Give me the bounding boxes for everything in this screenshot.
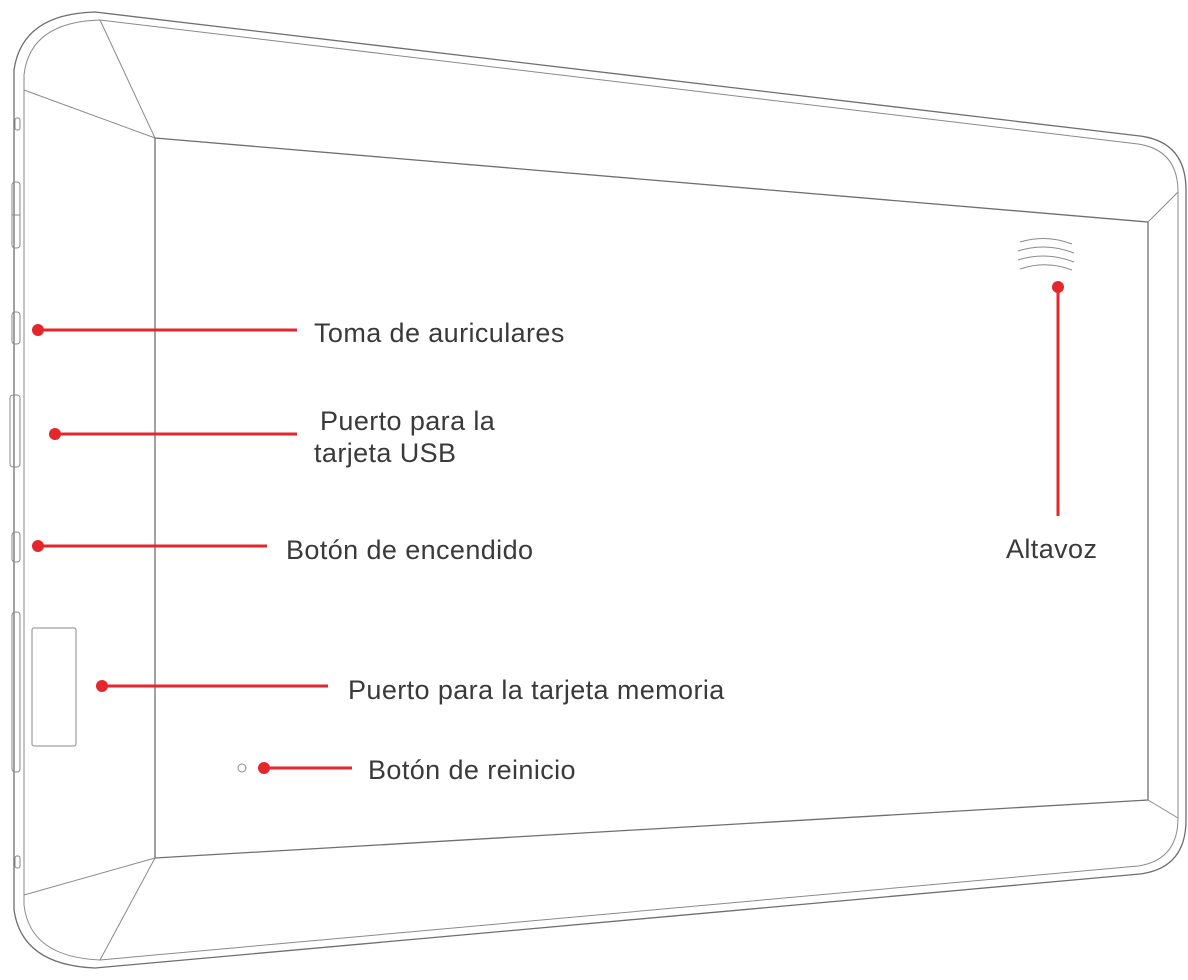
tablet-body	[9, 11, 1187, 969]
tablet-inner-rim	[23, 19, 1179, 961]
tablet-outer-shell	[13, 11, 1187, 969]
callout-headphone: Toma de auriculares	[32, 318, 565, 348]
callout-power: Botón de encendido	[32, 535, 533, 565]
callout-speaker: Altavoz	[1006, 281, 1097, 564]
callout-dot	[1052, 281, 1064, 293]
bevel-bottom-left	[99, 857, 156, 961]
reset-pinhole	[237, 763, 247, 773]
speaker-label: Altavoz	[1006, 534, 1097, 564]
reset-button-label: Botón de reinicio	[368, 755, 576, 785]
tablet-back-panel	[154, 137, 1149, 859]
callout-dot	[258, 762, 270, 774]
side-screw-bottom	[14, 855, 21, 869]
callout-dot	[49, 428, 61, 440]
side-rail	[11, 611, 21, 773]
callout-dot	[32, 324, 44, 336]
headphone-jack-label: Toma de auriculares	[314, 318, 565, 348]
bevel-top-left	[99, 19, 156, 139]
memory-card-label: Puerto para la tarjeta memoria	[348, 675, 725, 705]
side-screw-top	[14, 117, 21, 131]
usb-port	[9, 394, 21, 468]
usb-port-label-line2: tarjeta USB	[314, 438, 456, 468]
bevel-left-top	[23, 89, 156, 139]
usb-port-label-line1: Puerto para la	[320, 406, 496, 436]
callout-dot	[32, 540, 44, 552]
bevel-left-bottom	[23, 857, 156, 896]
headphone-jack-port	[11, 311, 21, 345]
bevel-bottom-right	[1147, 799, 1179, 819]
callout-dot	[96, 680, 108, 692]
speaker-grille-icon	[1017, 238, 1075, 271]
callout-usb: Puerto para la tarjeta USB	[49, 406, 496, 468]
callout-reset: Botón de reinicio	[258, 755, 576, 785]
memory-card-slot	[31, 627, 77, 747]
bevel-top-right	[1147, 191, 1179, 223]
power-button-key	[11, 531, 21, 563]
callout-memory: Puerto para la tarjeta memoria	[96, 675, 725, 705]
power-button-label: Botón de encendido	[286, 535, 533, 565]
